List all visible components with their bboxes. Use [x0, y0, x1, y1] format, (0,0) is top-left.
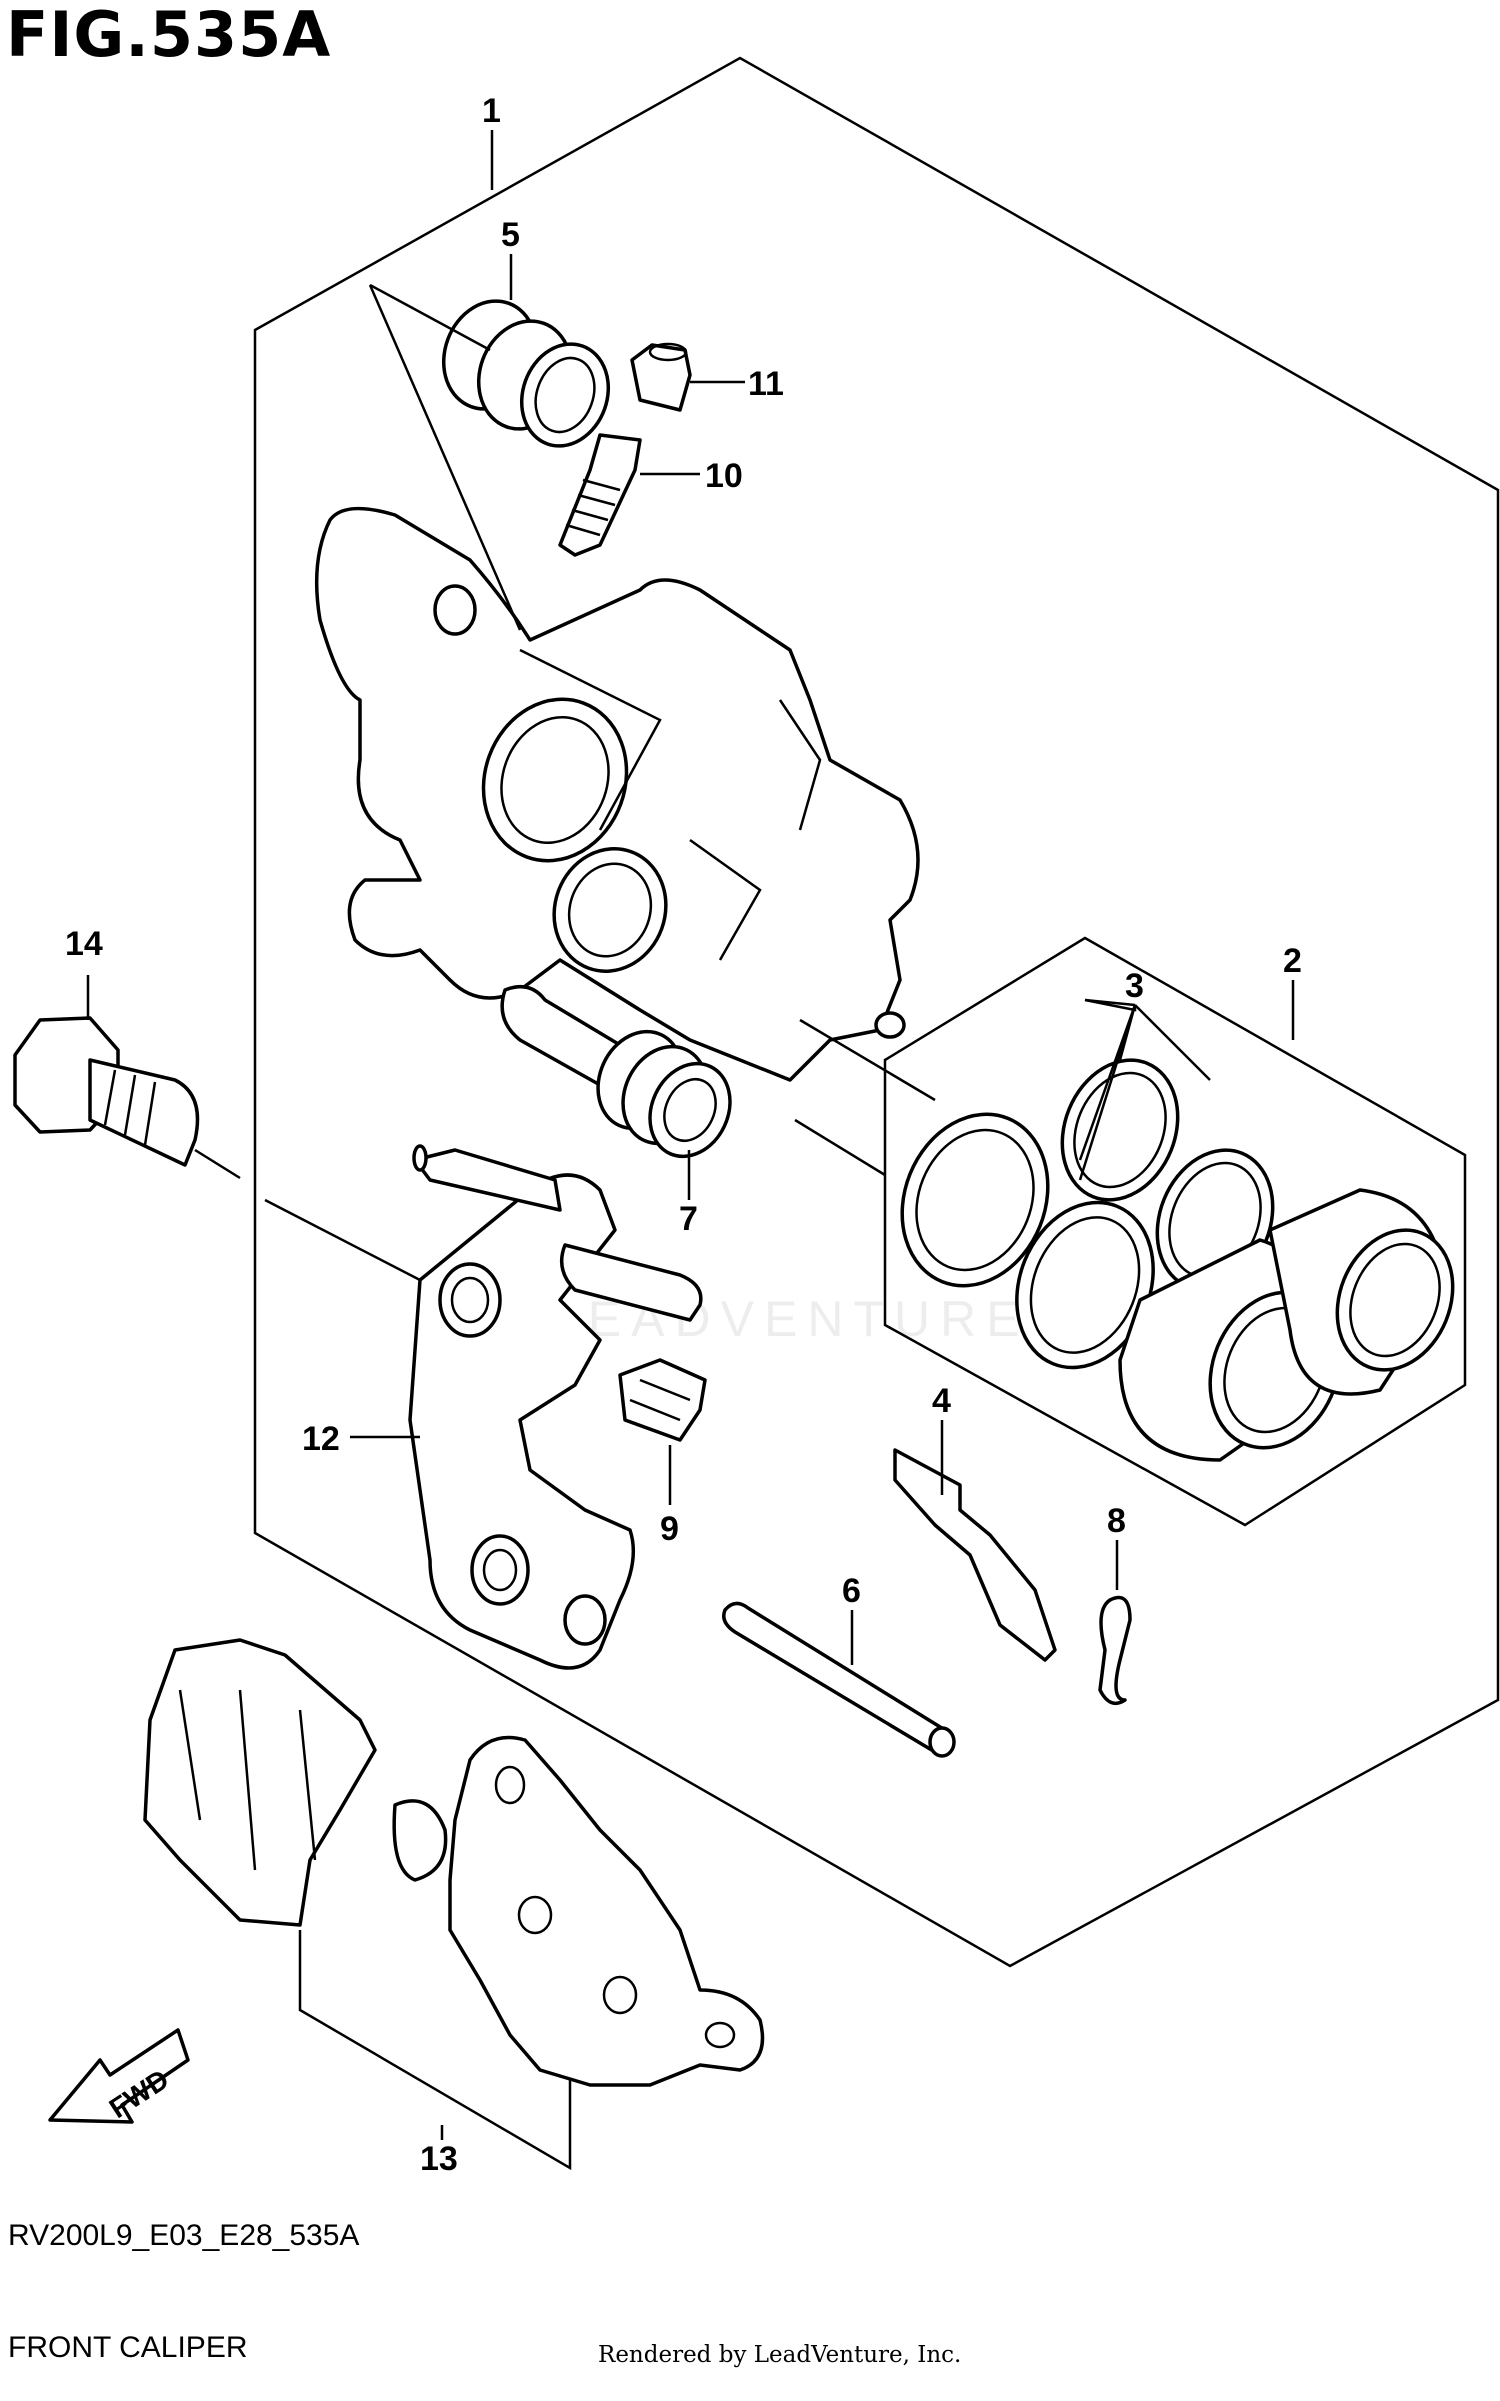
slide-pin-boot[interactable] [500, 984, 745, 1170]
callout-5: 5 [501, 216, 520, 254]
callout-12: 12 [302, 1420, 340, 1458]
piston-group-outline [883, 936, 1467, 1527]
callout-10: 10 [705, 457, 743, 495]
bleeder-cap[interactable] [630, 342, 692, 412]
callout-1: 1 [482, 92, 501, 130]
caliper-mount-hole-top [433, 584, 477, 636]
callout-14: 14 [65, 925, 103, 963]
callout-8: 8 [1107, 1502, 1126, 1540]
callout-6: 6 [842, 1572, 861, 1610]
mounting-bolt[interactable] [13, 1016, 200, 1167]
pad-group-bracket [298, 1930, 572, 2171]
callout-9: 9 [660, 1510, 679, 1548]
callout-13: 13 [420, 2140, 458, 2178]
piston-row[interactable] [1118, 1188, 1473, 1467]
caliper-mount-hole-bottom [874, 1011, 906, 1039]
caliper-bracket[interactable] [408, 1144, 703, 1670]
callout-11: 11 [748, 365, 784, 403]
brake-pad-outer[interactable] [143, 1638, 448, 1927]
callout-7: 7 [679, 1200, 698, 1238]
pad-retainer[interactable] [893, 1448, 1057, 1662]
diagram-name: FRONT CALIPER [8, 2331, 248, 2364]
callout-3: 3 [1125, 967, 1144, 1005]
callout-4: 4 [932, 1382, 951, 1420]
callout-labels: 1 2 3 4 5 6 7 8 9 10 11 12 13 14 [65, 92, 1302, 2178]
forward-direction-arrow-icon: FWD [48, 2028, 190, 2124]
boot[interactable] [429, 288, 622, 458]
callout-2: 2 [1283, 942, 1302, 980]
brake-pad-inner[interactable] [448, 1735, 765, 2087]
pad-pin[interactable] [722, 1601, 956, 1758]
diagram-code: RV200L9_E03_E28_535A [8, 2219, 360, 2252]
render-credit: Rendered by LeadVenture, Inc. [598, 2342, 962, 2368]
pad-spring[interactable] [618, 1358, 707, 1442]
caliper-assembly-outline [253, 56, 1500, 1968]
caliper-body[interactable] [314, 506, 920, 1082]
retaining-clip[interactable] [1098, 1595, 1132, 1706]
figure-title: FIG.535A [6, 0, 332, 71]
bleeder-valve[interactable] [558, 433, 642, 557]
leader-lines [86, 130, 1295, 2140]
